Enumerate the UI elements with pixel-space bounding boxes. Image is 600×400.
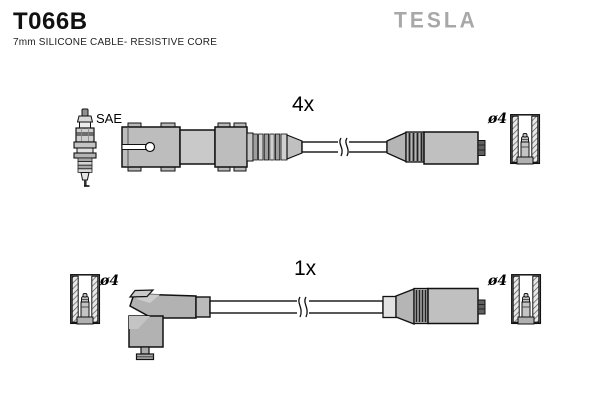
cable-spec-subtitle: 7mm SILICONE CABLE- RESISTIVE CORE [13,37,218,48]
tesla-brand-logo: TESLA [394,8,478,33]
part-number: T066B [13,8,88,35]
row1-right-diameter-label: ø4 [488,111,508,127]
row1-cable [301,137,388,157]
terminal-cross-section-icon [510,114,541,165]
terminal-cross-section-icon [511,274,542,325]
row1-quantity-label: 4x [292,93,315,116]
row2-cable [209,296,384,318]
terminal-cross-section-icon [70,274,101,325]
spark-plug-icon [73,108,97,187]
bellows-ribs [252,133,288,161]
row1-plug-connector [121,122,303,172]
row1-distributor-connector [386,131,486,165]
row1-sae-label: SAE [96,111,123,126]
row2-right-diameter-label: ø4 [488,273,508,289]
row2-distributor-connector [382,287,486,325]
row2-left-diameter-label: ø4 [100,273,120,289]
row2-quantity-label: 1x [294,257,317,280]
row2-angled-boot-connector [128,289,211,361]
